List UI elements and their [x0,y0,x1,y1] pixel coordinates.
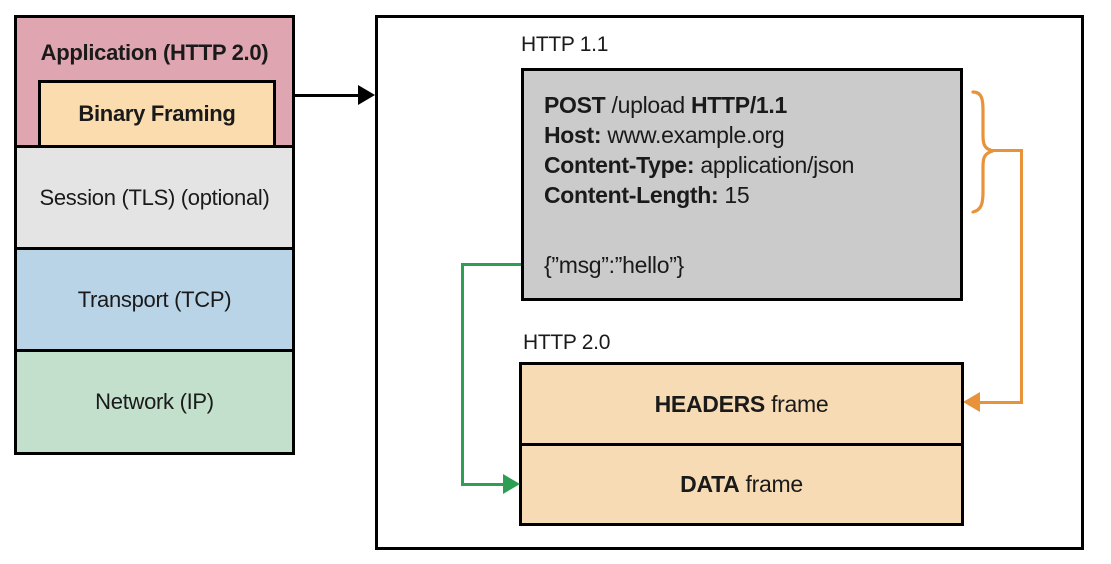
data-connector-arrow-icon [503,474,520,494]
content-length-label: Content-Length: [544,182,719,208]
layer-transport-label: Transport (TCP) [77,286,232,312]
host-value: www.example.org [601,122,785,148]
headers-connector-vertical-line [1020,149,1023,404]
headers-connector-bottom-line [979,401,1023,404]
layer-application-label: Application (HTTP 2.0) [40,40,269,65]
content-length-line: Content-Length: 15 [544,180,952,210]
request-method: POST [544,92,606,118]
http20-section-label: HTTP 2.0 [523,331,611,354]
layer-network: Network (IP) [14,349,295,455]
layer-transport: Transport (TCP) [14,247,295,352]
data-connector-top-line [461,263,521,266]
content-type-line: Content-Type: application/json [544,150,952,180]
http20-frames-box: HEADERS frame DATA frame [519,362,964,526]
layer-binary-framing: Binary Framing [38,80,276,148]
headers-connector-arrow-icon [963,392,980,412]
headers-frame-row: HEADERS frame [522,365,961,446]
curly-brace-right-icon [971,90,994,214]
content-length-value: 15 [718,182,750,208]
layer-session-label: Session (TLS) (optional) [39,184,270,210]
host-label: Host: [544,122,602,148]
data-connector-bottom-line [461,483,505,486]
request-line: POST /upload HTTP/1.1 [544,90,952,120]
request-path: /upload [605,92,691,118]
layer-session: Session (TLS) (optional) [14,145,295,250]
request-version: HTTP/1.1 [690,92,787,118]
headers-connector-top-line [992,149,1023,152]
stack-to-panel-arrow-line [294,94,360,97]
data-frame-name: DATA [680,471,740,497]
data-frame-suffix: frame [739,471,804,497]
data-connector-vertical-line [461,263,464,486]
stack-to-panel-arrow-icon [358,85,375,105]
http11-request-box: POST /upload HTTP/1.1 Host: www.example.… [521,68,963,301]
host-header-line: Host: www.example.org [544,120,952,150]
headers-frame-name: HEADERS [654,390,766,417]
content-type-value: application/json [694,152,855,178]
http11-section-label: HTTP 1.1 [521,33,609,56]
content-type-label: Content-Type: [544,152,695,178]
layer-network-label: Network (IP) [95,389,214,414]
headers-frame-suffix: frame [764,390,829,417]
request-body: {”msg”:”hello”} [544,252,684,278]
data-frame-row: DATA frame [522,446,961,523]
layer-binary-framing-label: Binary Framing [78,101,236,126]
